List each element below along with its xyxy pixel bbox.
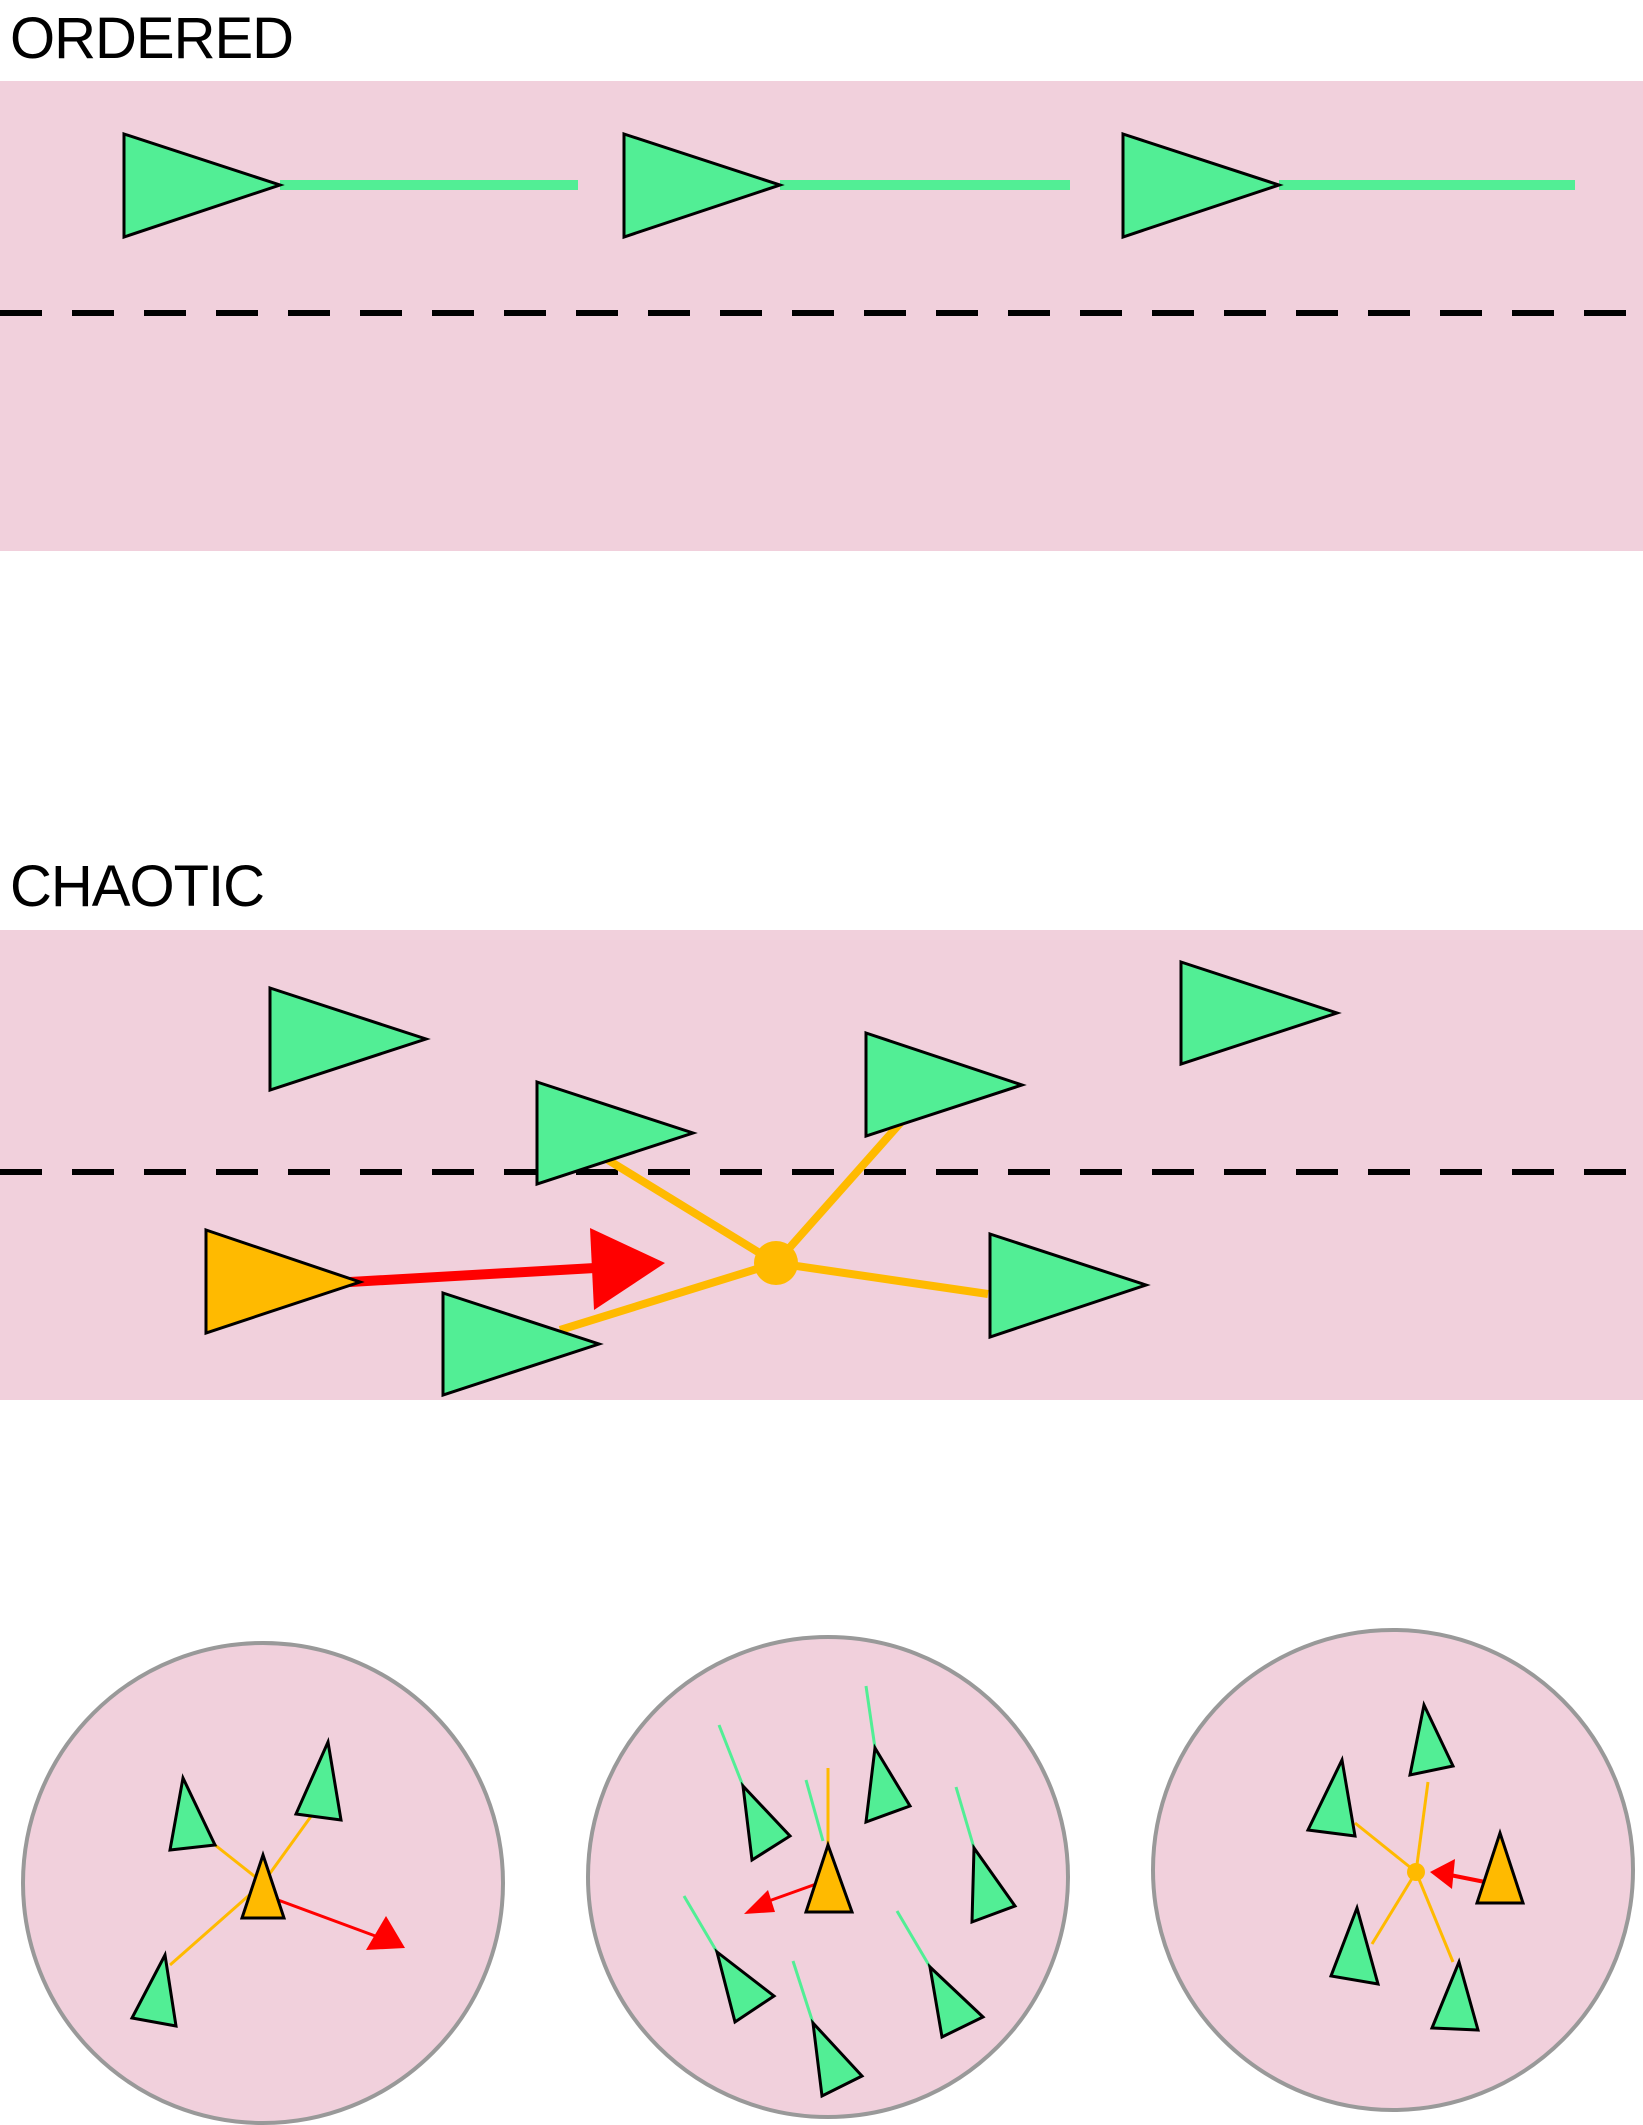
chaotic-agent	[268, 985, 431, 1093]
chaotic-panel	[0, 930, 1643, 1400]
agent-trail	[954, 1786, 976, 1849]
chaotic-label: CHAOTIC	[10, 854, 265, 919]
agent-trail	[895, 1910, 932, 1968]
circle-panel-2	[586, 1635, 1070, 2119]
force-arrow-head	[366, 1916, 405, 1950]
circle-agent	[168, 1773, 218, 1852]
neighbor-link	[1414, 1871, 1455, 1963]
chaotic-agent	[864, 1030, 1027, 1139]
force-arrow	[277, 1898, 379, 1939]
neighbor-link	[1370, 1871, 1418, 1945]
circle-agent	[970, 1843, 1018, 1925]
force-arrow	[765, 1881, 820, 1904]
force-arrow-head	[744, 1890, 775, 1914]
circle-agent	[1429, 1957, 1481, 2032]
circle-panel-3	[1151, 1628, 1635, 2112]
ordered-agent-2	[622, 131, 785, 240]
circle-panel-1	[21, 1641, 505, 2125]
ordered-panel	[0, 81, 1643, 551]
agent-trail	[717, 1724, 745, 1787]
focal-agent	[1474, 1828, 1526, 1905]
force-arrow	[1449, 1873, 1486, 1884]
circle-agent	[293, 1736, 343, 1822]
agent-trail	[682, 1895, 719, 1953]
neighborhood-center-dot	[1407, 1863, 1425, 1881]
focal-agent	[204, 1227, 365, 1336]
neighbor-link	[1354, 1821, 1417, 1874]
focal-agent	[803, 1840, 855, 1914]
circle-agent	[1408, 1700, 1456, 1777]
circle-3-background	[1151, 1628, 1635, 2112]
chaotic-agent	[1179, 959, 1342, 1067]
neighbor-link	[1414, 1781, 1430, 1873]
agent-trail	[791, 1960, 815, 2024]
circle-agent	[810, 2018, 865, 2099]
neighbor-link	[261, 1814, 314, 1884]
chaotic-panel-background	[0, 930, 1643, 1400]
neighbor-link	[169, 1881, 264, 1967]
neighbor-link	[775, 1259, 989, 1298]
circle-agent	[1328, 1903, 1381, 1986]
neighbor-link	[558, 1259, 778, 1334]
force-arrow-head	[590, 1228, 665, 1310]
neighbor-link	[605, 1156, 779, 1267]
chaotic-agent	[988, 1231, 1151, 1340]
neighbor-link	[773, 1117, 906, 1266]
circle-agent	[864, 1743, 913, 1825]
force-arrow-shaft	[349, 1263, 596, 1287]
neighborhood-center-dot	[754, 1241, 798, 1285]
chaotic-agent	[535, 1079, 698, 1187]
agent-trail	[804, 1779, 825, 1842]
ordered-agent-1	[122, 131, 285, 240]
focal-agent	[239, 1850, 287, 1920]
circle-agent	[129, 1950, 178, 2028]
circle-agent	[927, 1962, 986, 2040]
chaotic-agent	[441, 1290, 604, 1398]
circle-agent	[740, 1781, 793, 1863]
agent-trail	[864, 1685, 877, 1749]
ordered-agent-3	[1121, 131, 1284, 240]
force-arrow-head	[1430, 1859, 1455, 1889]
circle-agent	[1305, 1755, 1357, 1838]
ordered-label: ORDERED	[10, 6, 294, 71]
circle-agent	[714, 1948, 777, 2025]
